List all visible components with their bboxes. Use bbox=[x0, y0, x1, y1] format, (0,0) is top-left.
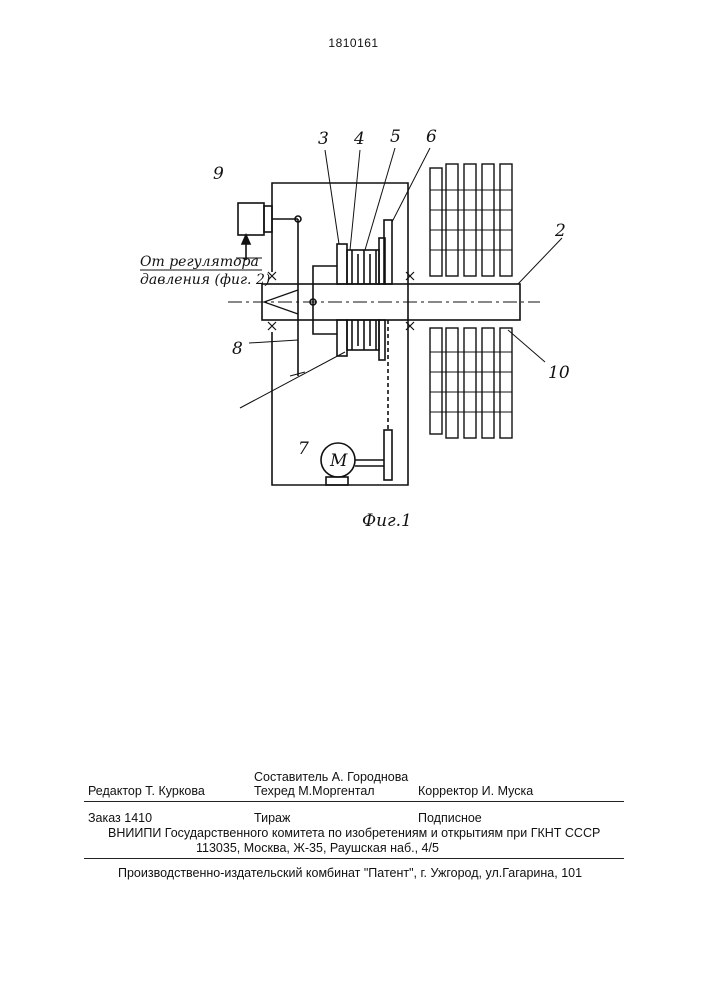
imprint-subscription: Подписное bbox=[418, 810, 482, 826]
unit-9 bbox=[238, 203, 264, 235]
imprint-publisher: Производственно-издательский комбинат "П… bbox=[118, 865, 582, 881]
imprint-org: ВНИИПИ Государственного комитета по изоб… bbox=[108, 825, 600, 841]
imprint-corrector: Корректор И. Муска bbox=[418, 783, 533, 799]
label-4: 4 bbox=[353, 129, 365, 149]
label-7: 7 bbox=[298, 439, 309, 459]
motor-symbol: M bbox=[329, 451, 348, 471]
imprint-circulation: Тираж bbox=[254, 810, 290, 826]
label-9: 9 bbox=[213, 164, 224, 184]
source-note-line2: давления (фиг. 2) bbox=[140, 272, 270, 288]
label-5: 5 bbox=[390, 127, 401, 147]
imprint-order: Заказ 1410 bbox=[88, 810, 152, 826]
disc-stack bbox=[430, 164, 512, 438]
label-10: 10 bbox=[548, 363, 570, 383]
label-3: 3 bbox=[318, 129, 329, 149]
clutch-upper bbox=[337, 238, 385, 284]
imprint-address: 113035, Москва, Ж-35, Раушская наб., 4/5 bbox=[196, 840, 439, 856]
label-2: 2 bbox=[554, 221, 566, 241]
imprint-techred: Техред М.Моргентал bbox=[254, 783, 375, 799]
imprint-rule-2 bbox=[84, 858, 624, 859]
figure-1-drawing: 9 3 4 5 6 2 8 7 10 M От регулятора давле… bbox=[0, 0, 707, 560]
source-note-line1: От регулятора bbox=[140, 254, 259, 270]
imprint-editor: Редактор Т. Куркова bbox=[88, 783, 205, 799]
imprint-rule-1 bbox=[84, 801, 624, 802]
label-8: 8 bbox=[232, 339, 243, 359]
clutch-lower bbox=[337, 320, 385, 360]
figure-caption: Фиг.1 bbox=[362, 511, 412, 531]
label-6: 6 bbox=[426, 127, 437, 147]
